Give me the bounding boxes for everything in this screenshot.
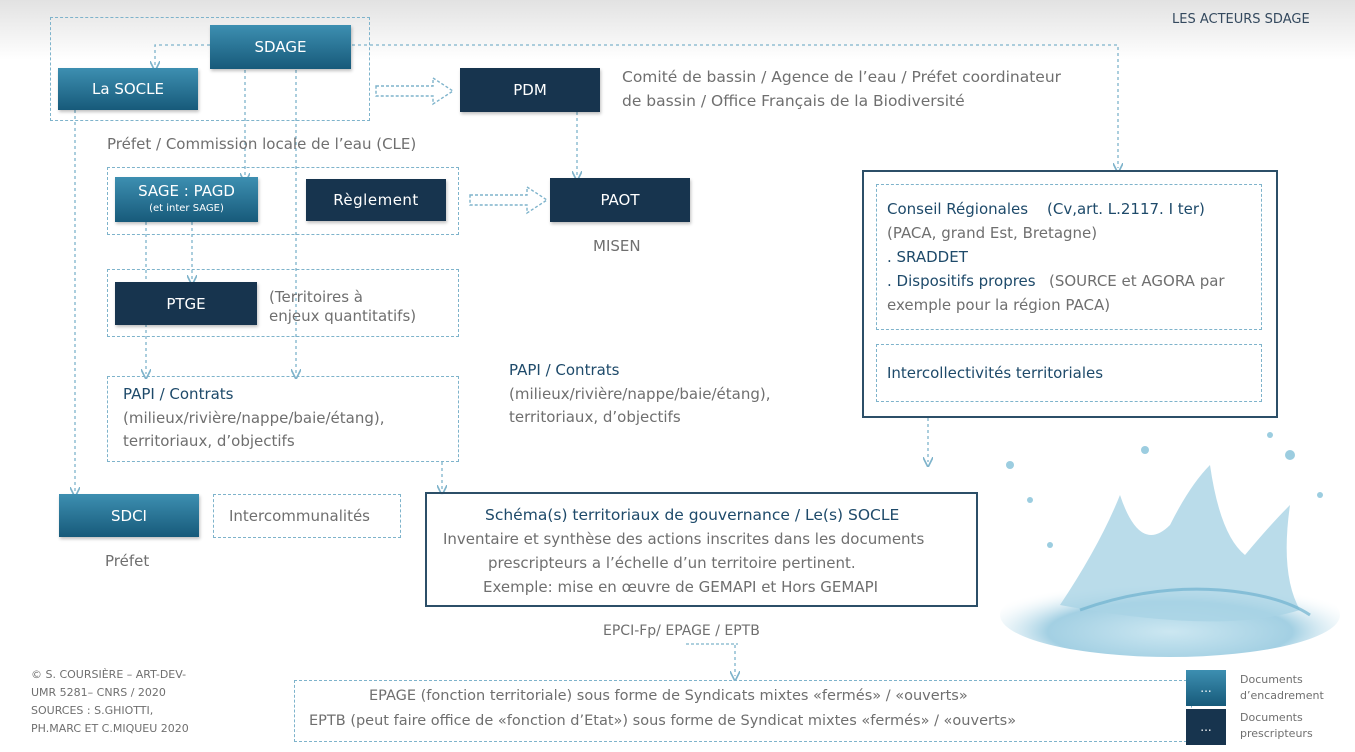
papi-mid-line2: (milieux/rivière/nappe/baie/étang), [509,385,771,403]
schema-panel [425,492,978,607]
schema-line2: Inventaire et synthèse des actions inscr… [443,530,925,548]
sdage-box[interactable]: SDAGE [210,25,351,69]
intercollectivites-frame [876,344,1262,402]
papi-mid-title: PAPI / Contrats [509,361,620,379]
prefet-cle-label: Préfet / Commission locale de l’eau (CLE… [107,135,417,153]
regional-panel [862,170,1278,418]
credits-line3: SOURCES : S.GHIOTTI, [31,704,154,717]
papi-left-title: PAPI / Contrats [123,385,234,403]
legend-encadrement-swatch: ... [1186,670,1226,706]
intercollectivites-label: Intercollectivités territoriales [887,364,1104,382]
regional-line1a: Conseil Régionales [887,200,1029,218]
reglement-label: Règlement [333,191,419,209]
schema-title: Schéma(s) territoriaux de gouvernance / … [485,506,900,524]
papi-left-frame [107,376,459,462]
regional-line1b: (Cv,art. L.2117. I ter) [1047,200,1205,218]
sdci-label: SDCI [111,506,147,525]
credits-line4: PH.MARC ET C.MIQUEU 2020 [31,722,189,735]
legend-prescripteurs-glyph: ... [1200,720,1212,734]
regional-line5: exemple pour la région PACA) [887,296,1111,314]
misen-label: MISEN [593,237,641,255]
epci-label: EPCI-Fp/ EPAGE / EPTB [603,623,760,639]
legend-prescripteurs-swatch: ... [1186,709,1226,745]
water-splash-image [1000,432,1340,657]
schema-line4: Exemple: mise en œuvre de GEMAPI et Hors… [483,578,879,596]
credits-line1: © S. COURSIÈRE – ART-DEV- [31,668,187,681]
papi-left-line3: territoriaux, d’objectifs [123,432,295,450]
pdm-box[interactable]: PDM [460,68,600,112]
sage-group-frame [107,167,459,235]
ptge-label: PTGE [166,294,206,313]
regional-line4a: . Dispositifs propres [887,272,1036,290]
regional-line3: . SRADDET [887,248,968,266]
legend-encadrement-line2: d’encadrement [1240,689,1324,702]
bottom-line1: EPAGE (fonction territoriale) sous forme… [369,688,968,704]
paot-box[interactable]: PAOT [550,178,690,222]
legend-encadrement-line1: Documents [1240,673,1303,686]
sage-sublabel: (et inter SAGE) [149,202,224,214]
socle-label: La SOCLE [92,80,164,98]
intercommunalites-label: Intercommunalités [229,507,370,525]
pdm-label: PDM [513,81,547,99]
comite-text-line2: de bassin / Office Français de la Biodiv… [622,92,965,110]
bottom-line2: EPTB (peut faire office de «fonction d’E… [309,713,1017,729]
sdage-label: SDAGE [254,38,307,56]
reglement-box[interactable]: Règlement [306,179,446,221]
sdci-box[interactable]: SDCI [59,494,199,537]
legend-prescripteurs-line1: Documents [1240,711,1303,724]
credits-line2: UMR 5281– CNRS / 2020 [31,686,166,699]
socle-box[interactable]: La SOCLE [58,68,198,110]
ptge-note-line2: enjeux quantitatifs) [269,307,417,325]
regional-line2: (PACA, grand Est, Bretagne) [887,224,1098,242]
ptge-group-frame [107,269,459,337]
intercommunalites-frame [213,494,401,538]
ptge-note-line1: (Territoires à [269,288,363,306]
papi-left-line2: (milieux/rivière/nappe/baie/étang), [123,409,385,427]
comite-text-line1: Comité de bassin / Agence de l’eau / Pré… [622,68,1062,86]
papi-mid-line3: territoriaux, d’objectifs [509,408,681,426]
legend-encadrement-glyph: ... [1200,681,1212,695]
prefet-label: Préfet [105,552,150,570]
sage-box[interactable]: SAGE : PAGD (et inter SAGE) [115,177,258,222]
sdage-group-frame [50,17,370,121]
page-title: LES ACTEURS SDAGE [1172,12,1310,27]
regional-line4b: (SOURCE et AGORA par [1049,272,1225,290]
ptge-box[interactable]: PTGE [115,282,257,325]
legend-prescripteurs-line2: prescripteurs [1240,727,1313,740]
paot-label: PAOT [600,191,640,209]
sage-label: SAGE : PAGD [138,181,235,200]
schema-line3: prescripteurs a l’échelle d’un territoir… [488,554,856,572]
regional-inner-frame [876,184,1262,330]
